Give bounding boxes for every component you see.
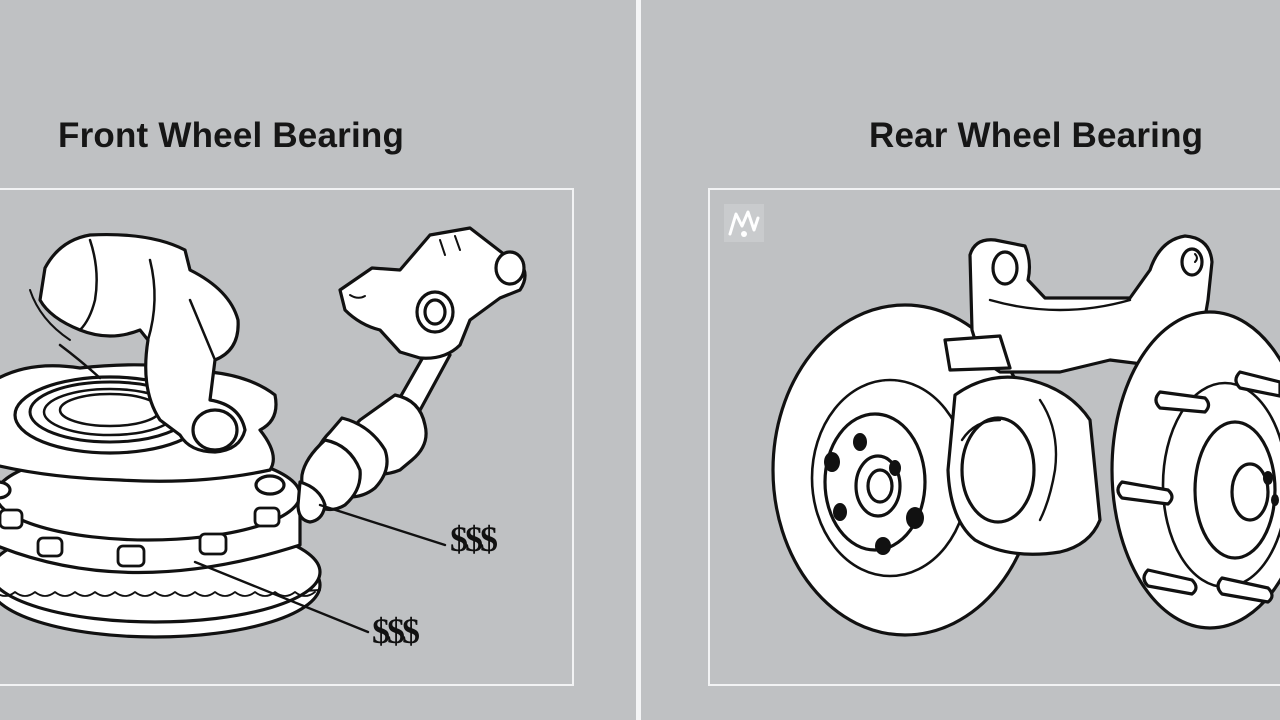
front-panel-title: Front Wheel Bearing bbox=[58, 116, 405, 155]
leader-line-upper bbox=[318, 503, 447, 547]
panel-divider bbox=[636, 0, 641, 720]
leader-line-lower bbox=[193, 560, 370, 634]
steering-knuckle bbox=[38, 233, 247, 454]
rear-right-wheel-studs bbox=[1116, 370, 1280, 604]
price-callout-lower: $$$ bbox=[372, 611, 420, 651]
rear-panel-frame bbox=[708, 188, 1280, 686]
front-wheel-hub-assembly-illustration bbox=[0, 226, 527, 639]
front-panel-frame bbox=[0, 188, 574, 686]
small-logo-icon bbox=[724, 204, 764, 242]
lug-studs bbox=[0, 506, 281, 568]
price-callout-upper: $$$ bbox=[450, 519, 498, 559]
caliper-bracket bbox=[968, 234, 1214, 374]
rotor-vent-pattern bbox=[0, 591, 316, 597]
rear-panel-title: Rear Wheel Bearing bbox=[869, 116, 1204, 155]
rear-left-lug-holes bbox=[824, 433, 924, 555]
rear-bearing bbox=[960, 416, 1036, 524]
cv-axle bbox=[296, 343, 452, 524]
